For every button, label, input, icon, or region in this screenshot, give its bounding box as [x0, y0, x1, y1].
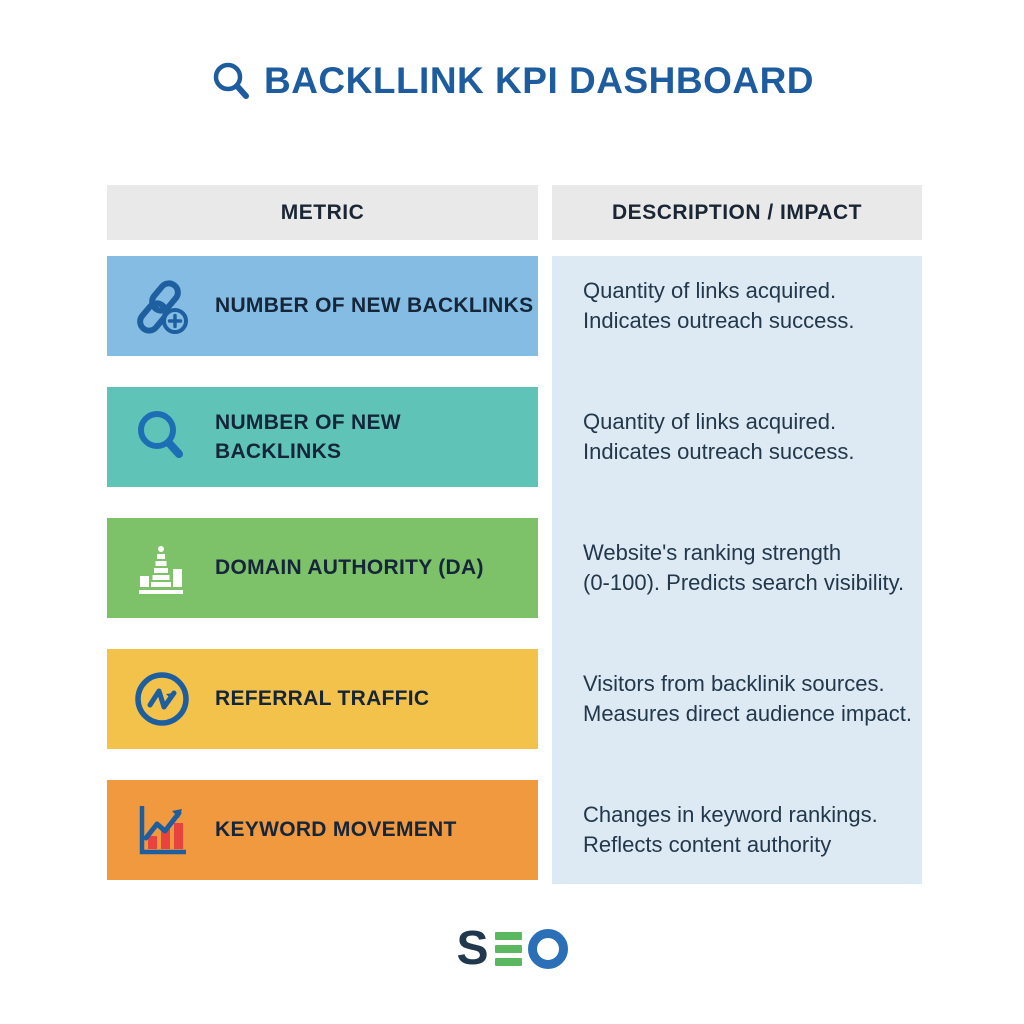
green-bar: [494, 945, 522, 953]
green-bar: [494, 958, 522, 966]
seo-logo-letter-e-bars: [494, 932, 522, 966]
description-new-backlinks-1: Quantity of links acquired. Indicates ou…: [552, 256, 922, 356]
description-line: Website's ranking strength: [583, 540, 842, 565]
description-line: Quantity of links acquired.: [583, 409, 837, 434]
bar-tower-icon: [129, 535, 195, 601]
description-panel: Quantity of links acquired. Indicates ou…: [552, 256, 922, 884]
description-line: (0-100). Predicts search visibility.: [583, 570, 905, 595]
description-line: Measures direct audience impact.: [583, 701, 912, 726]
green-bar: [494, 932, 522, 940]
seo-logo-letter-o: [527, 929, 568, 969]
metric-row-new-backlinks-1: NUMBER OF NEW BACKLINKS: [107, 256, 538, 356]
description-line: Reflects content authority: [583, 832, 832, 857]
metric-row-domain-authority: DOMAIN AUTHORITY (DA): [107, 518, 538, 618]
description-line: Visitors from backlinik sources.: [583, 671, 885, 696]
description-line: Indicates outreach success.: [583, 439, 855, 464]
link-plus-icon: [129, 273, 195, 339]
metric-label: DOMAIN AUTHORITY (DA): [215, 556, 484, 580]
search-icon: [213, 62, 249, 99]
chart-growth-icon: [129, 797, 195, 863]
metric-row-keyword-movement: KEYWORD MOVEMENT: [107, 780, 538, 880]
activity-icon: [129, 666, 195, 732]
description-referral-traffic: Visitors from backlinik sources. Measure…: [552, 649, 922, 749]
kpi-table: METRIC NUMBER OF NEW BACKLINKS: [107, 185, 922, 911]
seo-logo: S: [0, 925, 1024, 973]
search-icon: [129, 404, 195, 470]
description-domain-authority: Website's ranking strength (0-100). Pred…: [552, 518, 922, 618]
metric-column: METRIC NUMBER OF NEW BACKLINKS: [107, 185, 538, 911]
metric-label: NUMBER OF NEW BACKLINKS: [215, 410, 401, 463]
description-new-backlinks-2: Quantity of links acquired. Indicates ou…: [552, 387, 922, 487]
description-line: Changes in keyword rankings.: [583, 802, 878, 827]
metric-column-header: METRIC: [107, 185, 538, 240]
metric-row-referral-traffic: REFERRAL TRAFFIC: [107, 649, 538, 749]
description-keyword-movement: Changes in keyword rankings. Reflects co…: [552, 780, 922, 880]
page-title: BACKLLINK KPI DASHBOARD: [263, 60, 815, 101]
description-column: DESCRIPTION / IMPACT Quantity of links a…: [552, 185, 922, 911]
metric-label: KEYWORD MOVEMENT: [215, 818, 457, 842]
description-column-header: DESCRIPTION / IMPACT: [552, 185, 922, 240]
metric-label: REFERRAL TRAFFIC: [215, 687, 430, 711]
page-title-block: BACKLLINK KPI DASHBOARD: [0, 60, 1024, 102]
seo-logo-letter-s: S: [456, 922, 489, 975]
metric-label: NUMBER OF NEW BACKLINKS: [215, 294, 534, 318]
metric-row-new-backlinks-2: NUMBER OF NEW BACKLINKS: [107, 387, 538, 487]
description-line: Quantity of links acquired.: [583, 278, 837, 303]
description-line: Indicates outreach success.: [583, 308, 855, 333]
